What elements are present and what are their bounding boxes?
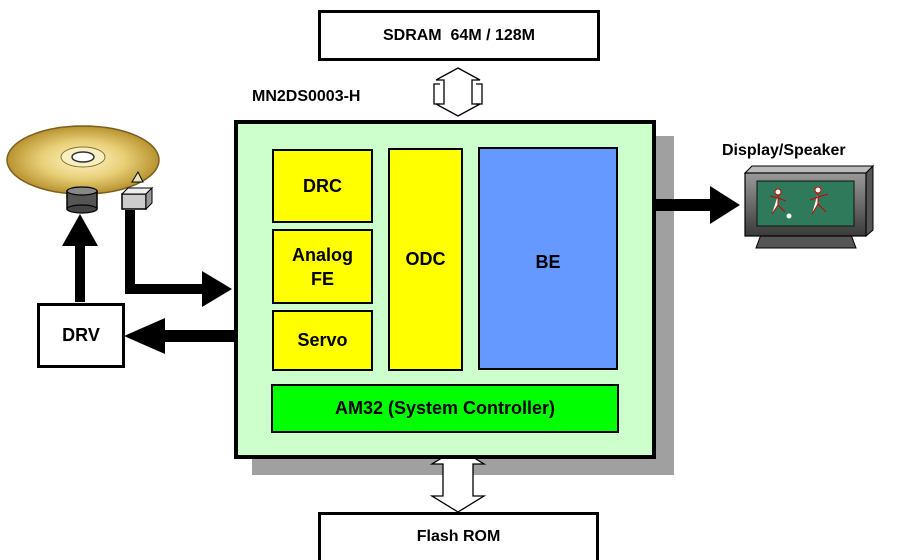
analog-fe-label-line1: Analog [292, 244, 353, 265]
be-label: BE [535, 252, 561, 272]
optical-disc-icon [6, 125, 160, 195]
display-speaker-label: Display/Speaker [722, 142, 846, 159]
drv-label: DRV [62, 325, 100, 345]
flash-rom-box: Flash ROM [318, 512, 599, 560]
drv-to-motor-arrow [62, 214, 98, 302]
analog-fe-label-line2: FE [310, 268, 334, 289]
drc-block: DRC [272, 149, 373, 223]
sdram-bus-arrow [435, 67, 481, 117]
chip-part-number: MN2DS0003-H [252, 88, 361, 105]
drc-label: DRC [303, 175, 342, 196]
system-controller-label: AM32 (System Controller) [334, 398, 556, 418]
analog-fe-block: Analog FE [272, 229, 373, 304]
odc-label: ODC [405, 249, 446, 269]
drv-box: DRV [37, 303, 125, 368]
chip-to-display-arrow [656, 186, 740, 224]
servo-block: Servo [272, 310, 373, 371]
flash-rom-label: Flash ROM [416, 527, 501, 545]
chip-to-drv-arrow [124, 318, 235, 354]
optical-pickup-icon [120, 170, 154, 211]
sdram-box: SDRAM 64M / 128M [318, 10, 600, 61]
spindle-motor-icon [66, 186, 98, 214]
bus-bracket-icon [433, 83, 483, 105]
odc-block: ODC [388, 148, 463, 371]
be-block: BE [478, 147, 618, 370]
pickup-to-chip-arrow [125, 210, 232, 307]
servo-label: Servo [297, 330, 348, 350]
system-controller-block: AM32 (System Controller) [271, 384, 619, 433]
sdram-label: SDRAM 64M / 128M [382, 26, 536, 44]
display-speaker-icon [743, 164, 875, 249]
